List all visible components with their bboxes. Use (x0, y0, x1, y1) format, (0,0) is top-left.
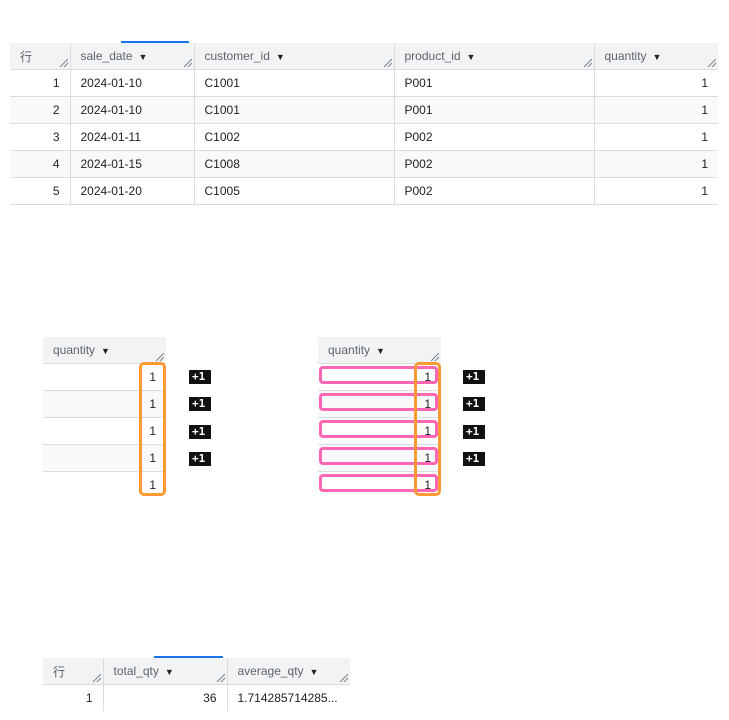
cell: C1001 (194, 69, 395, 97)
highlight-box-pink (319, 447, 438, 465)
column-header-sale-date[interactable]: sale_date▼ (70, 43, 195, 70)
cell: C1008 (194, 150, 395, 178)
plus-one-badge: +1 (463, 370, 485, 384)
cell: C1002 (194, 123, 395, 151)
plus-one-badge: +1 (189, 452, 211, 466)
active-tab-indicator (154, 656, 223, 658)
resize-handle-icon[interactable] (340, 674, 348, 682)
cell: 1 (43, 390, 166, 418)
cell: 1 (594, 69, 718, 97)
row-number: 1 (10, 69, 71, 97)
plus-one-badge: +1 (189, 425, 211, 439)
cell: C1001 (194, 96, 395, 124)
highlight-box-orange (414, 362, 441, 496)
row-number: 5 (10, 177, 71, 205)
plus-one-badge: +1 (189, 397, 211, 411)
dropdown-arrow-icon[interactable]: ▼ (309, 667, 319, 677)
plus-one-badge: +1 (463, 452, 485, 466)
cell: P001 (394, 96, 595, 124)
dropdown-arrow-icon[interactable]: ▼ (101, 346, 110, 356)
highlight-box-pink (319, 366, 438, 384)
column-header-total-qty[interactable]: total_qty▼ (103, 658, 228, 685)
dropdown-arrow-icon[interactable]: ▼ (376, 346, 385, 356)
table-row: 1 (318, 472, 441, 499)
resize-handle-icon[interactable] (156, 353, 164, 361)
cell: P001 (394, 69, 595, 97)
dropdown-arrow-icon[interactable]: ▼ (138, 52, 148, 62)
table-row: 1 (43, 363, 166, 391)
cell: 1.714285714285... (237, 691, 338, 705)
dropdown-arrow-icon[interactable]: ▼ (466, 52, 476, 62)
column-header-quantity[interactable]: quantity▼ (43, 337, 166, 364)
dropdown-arrow-icon[interactable]: ▼ (652, 52, 662, 62)
cell: 36 (103, 684, 228, 711)
row-number: 2 (10, 96, 71, 124)
table-row: 1 (43, 472, 166, 499)
table-row: 1 (43, 417, 166, 445)
row-number: 4 (10, 150, 71, 178)
row-number-header: 行 (43, 658, 104, 685)
table-row: 1 (43, 390, 166, 418)
resize-handle-icon[interactable] (183, 59, 192, 67)
cell: 2024-01-15 (70, 150, 195, 178)
row-number: 1 (43, 684, 104, 711)
resize-handle-icon[interactable] (583, 59, 592, 67)
resize-handle-icon[interactable] (708, 59, 716, 67)
results-table: 行 sale_date▼ customer_id▼ product_id▼ qu… (10, 43, 718, 205)
highlight-box-pink (319, 393, 438, 411)
table-row: 1 (43, 444, 166, 472)
highlight-box-pink (319, 420, 438, 438)
cell: 2024-01-10 (70, 96, 195, 124)
cell: 2024-01-20 (70, 177, 195, 205)
cell: 1 (594, 150, 718, 178)
column-header-customer-id[interactable]: customer_id▼ (194, 43, 395, 70)
resize-handle-icon[interactable] (92, 674, 101, 682)
cell: 2024-01-11 (70, 123, 195, 151)
column-header-quantity[interactable]: quantity▼ (594, 43, 718, 70)
highlight-box-pink (319, 474, 438, 492)
resize-handle-icon[interactable] (383, 59, 392, 67)
resize-handle-icon[interactable] (59, 59, 68, 67)
cell: 1 (43, 363, 166, 391)
cell: 1 (43, 444, 166, 472)
cell: 1 (594, 96, 718, 124)
plus-one-badge: +1 (189, 370, 211, 384)
cell: 1 (594, 177, 718, 205)
cell: 1 (424, 478, 431, 492)
header-row: 行 sale_date▼ customer_id▼ product_id▼ qu… (10, 43, 718, 70)
row-number: 3 (10, 123, 71, 151)
cell: 1 (43, 417, 166, 445)
row-number-header: 行 (10, 43, 71, 70)
active-tab-indicator (121, 41, 189, 43)
column-header-product-id[interactable]: product_id▼ (394, 43, 595, 70)
cell: C1005 (194, 177, 395, 205)
column-header-quantity[interactable]: quantity▼ (318, 337, 441, 364)
highlight-box-orange (139, 362, 166, 496)
cell: 2024-01-10 (70, 69, 195, 97)
cell: P002 (394, 177, 595, 205)
cell: 1 (594, 123, 718, 151)
resize-handle-icon[interactable] (431, 353, 439, 361)
cell: P002 (394, 150, 595, 178)
quantity-column-left: quantity▼ 1 1 1 1 1 (43, 337, 166, 498)
cell: P002 (394, 123, 595, 151)
dropdown-arrow-icon[interactable]: ▼ (275, 52, 285, 62)
plus-one-badge: +1 (463, 397, 485, 411)
plus-one-badge: +1 (463, 425, 485, 439)
resize-handle-icon[interactable] (216, 674, 225, 682)
column-header-average-qty[interactable]: average_qty▼ (227, 658, 350, 685)
dropdown-arrow-icon[interactable]: ▼ (164, 667, 174, 677)
cell: 1 (149, 478, 156, 492)
